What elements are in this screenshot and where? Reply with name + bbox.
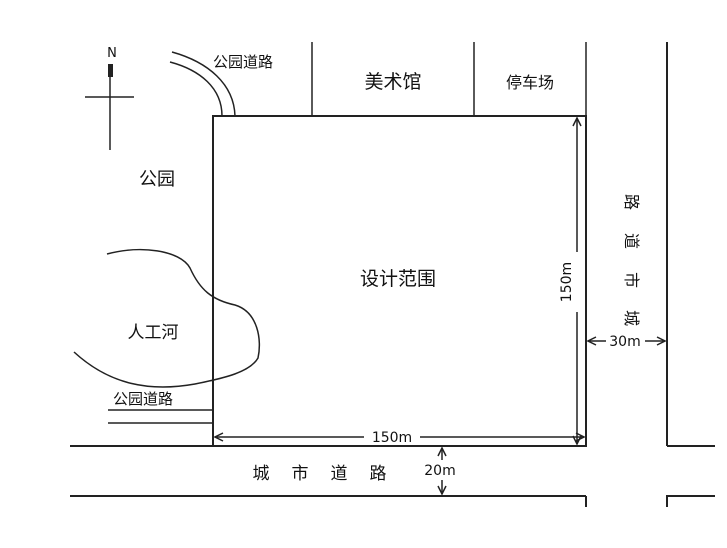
city-road-right-char-1: 路 — [622, 194, 641, 210]
museum-label: 美术馆 — [364, 71, 421, 93]
city-road-bottom-char-4: 路 — [370, 464, 387, 484]
height-dimension-label: 150m — [559, 262, 575, 302]
city-road-right-char-2: 道 — [622, 233, 641, 249]
bottom-road-dimension-label: 20m — [424, 463, 455, 479]
city-road-bottom-char-2: 市 — [292, 464, 309, 484]
river-label: 人工河 — [128, 323, 179, 343]
park-label: 公园 — [139, 169, 175, 190]
river-outline — [73, 248, 261, 388]
width-dimension-label: 150m — [372, 430, 412, 446]
north-arrow-icon — [85, 64, 134, 150]
city-road-bottom-char-1: 城 — [253, 464, 270, 484]
parking-label: 停车场 — [506, 73, 554, 92]
city-road-bottom-char-3: 道 — [331, 464, 348, 484]
park-road-top-lines — [169, 51, 236, 117]
right-road-dimension-label: 30m — [609, 334, 640, 350]
city-road-right-char-4: 城 — [622, 310, 641, 326]
park-road-top-label: 公园道路 — [213, 53, 273, 71]
city-road-right-char-3: 市 — [622, 272, 641, 288]
design-area-label: 设计范围 — [360, 268, 436, 290]
north-label: N — [107, 46, 117, 61]
right-road-corner-bottom — [666, 495, 715, 507]
park-road-bottom-label: 公园道路 — [113, 390, 173, 408]
